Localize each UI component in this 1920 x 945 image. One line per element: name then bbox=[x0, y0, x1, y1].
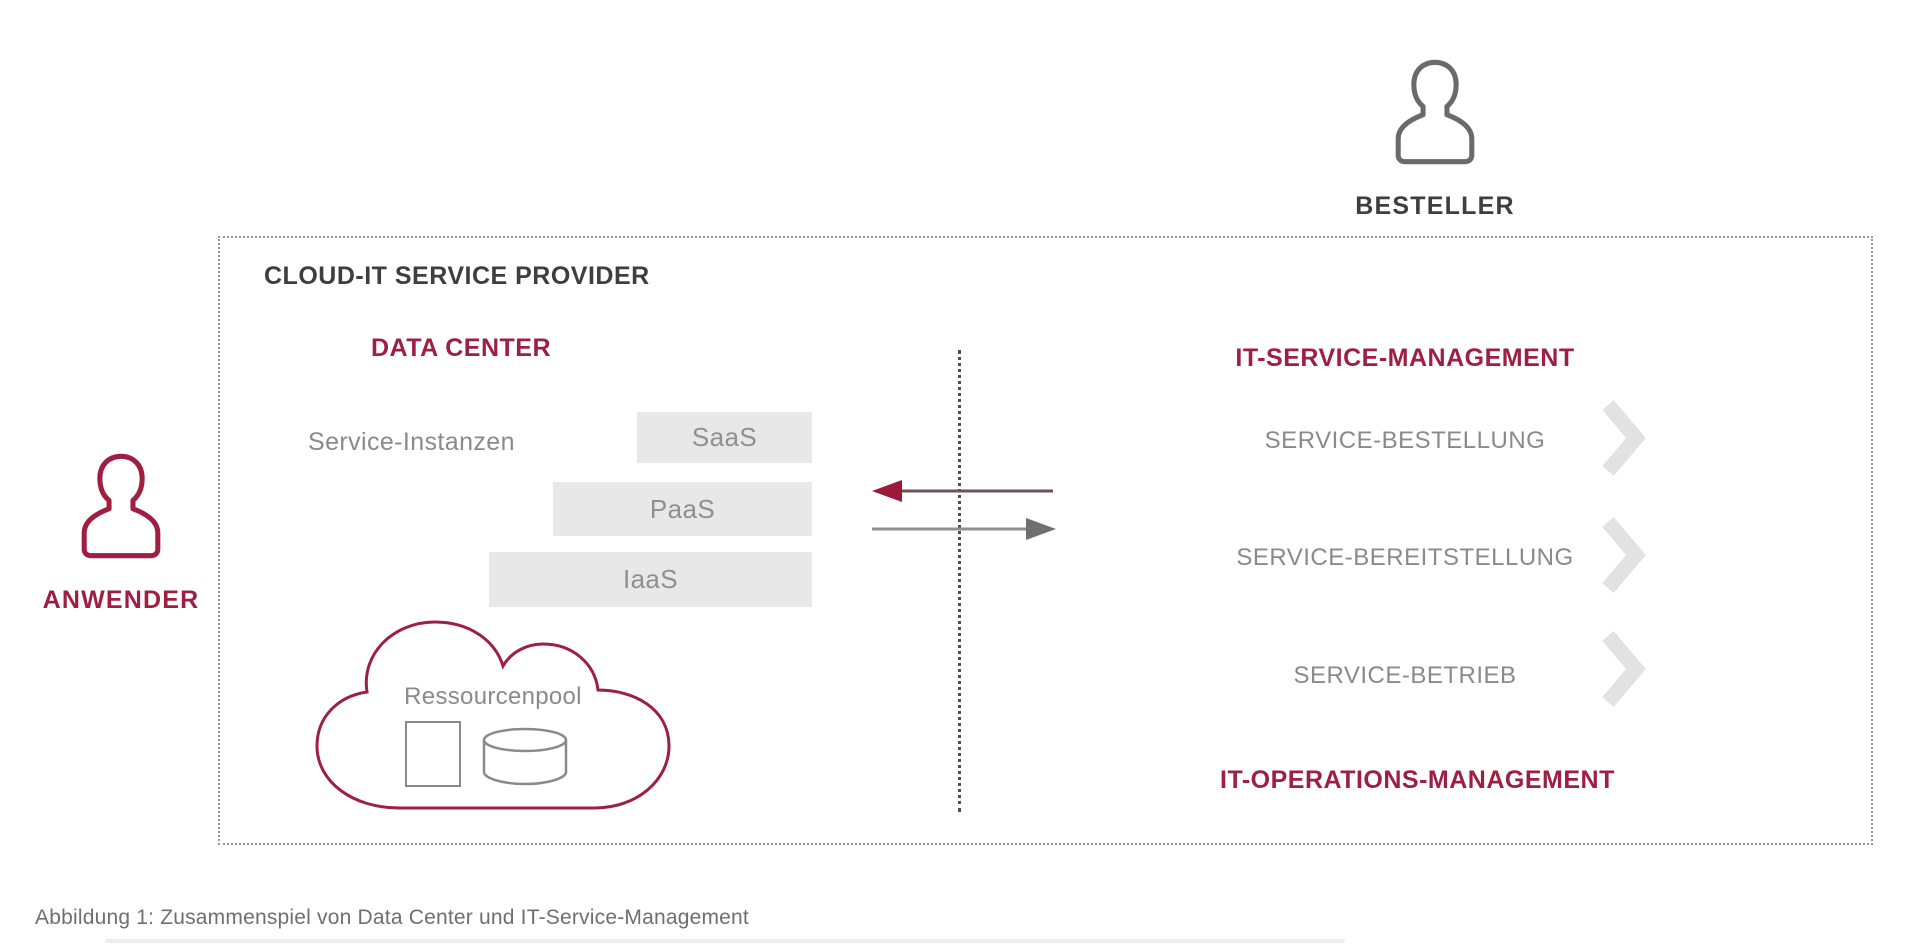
layer-saas: SaaS bbox=[637, 412, 812, 463]
data-center-title: DATA CENTER bbox=[371, 334, 552, 362]
server-icon bbox=[405, 721, 461, 787]
cloud-it-service-provider-box bbox=[218, 236, 1873, 845]
besteller-actor: BESTELLER bbox=[1345, 56, 1525, 221]
it-operations-title: IT-OPERATIONS-MANAGEMENT bbox=[1220, 766, 1615, 794]
itsm-step-bereitstellung: SERVICE-BEREITSTELLUNG bbox=[1236, 544, 1574, 571]
bottom-edge-artifact bbox=[105, 939, 1345, 943]
itsm-step-bestellung: SERVICE-BESTELLUNG bbox=[1264, 427, 1546, 454]
ressourcenpool-label: Ressourcenpool bbox=[404, 683, 582, 710]
database-icon bbox=[480, 727, 570, 787]
anwender-label: ANWENDER bbox=[42, 586, 200, 614]
layer-iaas-label: IaaS bbox=[622, 564, 679, 594]
layer-iaas: IaaS bbox=[489, 552, 812, 607]
exchange-arrows bbox=[860, 470, 1070, 550]
besteller-label: BESTELLER bbox=[1355, 192, 1515, 220]
service-instanzen-label: Service-Instanzen bbox=[308, 428, 515, 456]
cloud-icon bbox=[303, 611, 683, 816]
arrow-right-icon bbox=[872, 518, 1056, 540]
anwender-actor: ANWENDER bbox=[28, 450, 214, 615]
chevron-right-icon bbox=[1600, 516, 1650, 594]
itsm-step-betrieb: SERVICE-BETRIEB bbox=[1293, 662, 1517, 689]
arrow-left-icon bbox=[872, 480, 1053, 502]
layer-paas: PaaS bbox=[553, 482, 812, 536]
divider-dotted-line bbox=[958, 350, 961, 812]
provider-title: CLOUD-IT SERVICE PROVIDER bbox=[264, 262, 650, 290]
itsm-title: IT-SERVICE-MANAGEMENT bbox=[1235, 344, 1575, 372]
layer-saas-label: SaaS bbox=[691, 422, 758, 452]
resource-pool-cloud: Ressourcenpool bbox=[303, 611, 683, 816]
layer-paas-label: PaaS bbox=[649, 493, 716, 524]
person-icon bbox=[75, 450, 167, 562]
chevron-right-icon bbox=[1600, 630, 1650, 708]
figure-caption: Abbildung 1: Zusammenspiel von Data Cent… bbox=[35, 906, 749, 929]
chevron-right-icon bbox=[1600, 399, 1650, 477]
person-icon bbox=[1389, 56, 1481, 168]
